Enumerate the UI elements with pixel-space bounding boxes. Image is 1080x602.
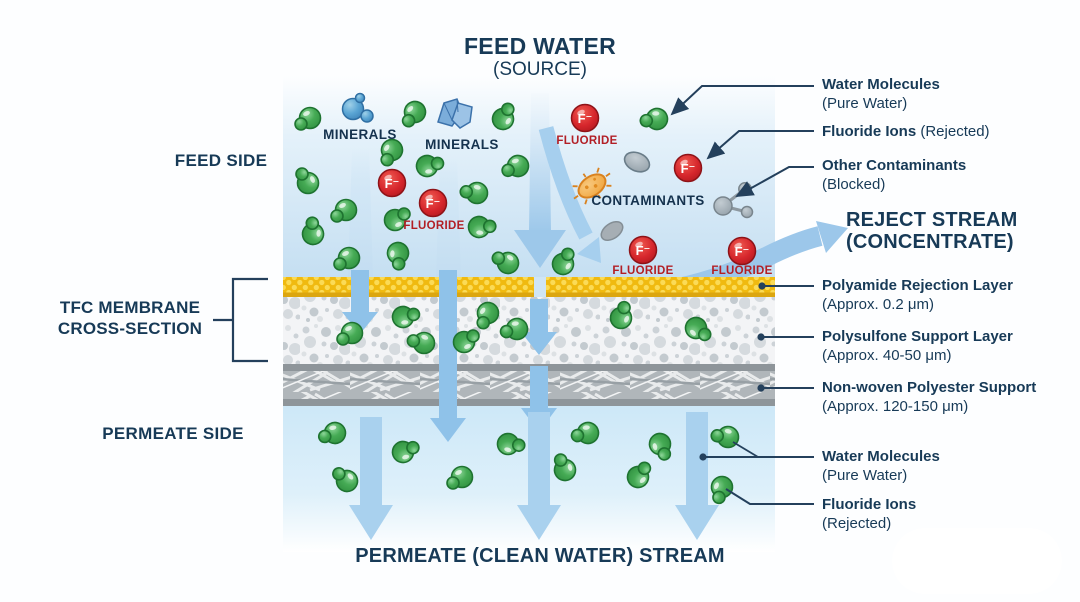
leader-line-water-molecules-top	[670, 85, 814, 116]
feed-water-title: FEED WATER	[463, 33, 617, 59]
permeate-stream-title: PERMEATE (CLEAN WATER) STREAM	[355, 545, 725, 567]
callout-subtitle: (Approx. 0.2 μm)	[822, 295, 935, 313]
membrane-arrow	[521, 299, 557, 355]
callout-title: Fluoride Ions	[822, 496, 917, 513]
callout-subtitle: (Rejected)	[920, 123, 990, 140]
callout-title: Fluoride Ions	[822, 123, 917, 140]
permeate-side-label: PERMEATE SIDE	[102, 424, 244, 443]
polyamide-layer	[283, 277, 534, 297]
polyamide-layer-edge	[546, 292, 775, 297]
polyamide-layer	[546, 277, 775, 297]
callout-title: Water Molecules	[822, 448, 940, 465]
feed-stream	[348, 148, 373, 277]
feed-diagonal-arrowhead	[577, 237, 601, 263]
reject-stream-label: REJECT STREAM (CONCENTRATE)	[846, 209, 1018, 253]
permeate-arrow	[675, 412, 719, 540]
leader-dot	[758, 282, 766, 290]
reject-stream-line1: REJECT STREAM	[846, 209, 1018, 231]
mineral-crystal-icon	[437, 98, 473, 129]
fluoride-label: FLUORIDE	[612, 265, 673, 277]
leader-line-water-molecules-bottom-branch	[732, 441, 759, 458]
reject-stream-arrowhead	[816, 221, 848, 253]
permeate-arrow	[517, 412, 561, 540]
callout-subtitle: (Pure Water)	[822, 466, 908, 484]
minerals-label: MINERALS	[323, 127, 397, 142]
feed-center-arrow	[529, 93, 551, 232]
membrane-section-line2: CROSS-SECTION	[57, 319, 203, 338]
callout-subtitle: (Rejected)	[822, 514, 892, 532]
feed-center-arrowhead	[514, 230, 566, 268]
leader-dot	[757, 333, 765, 341]
contaminant-blob-icon	[623, 151, 651, 173]
watermark-blob	[892, 528, 1062, 594]
callout-subtitle: (Approx. 40-50 μm)	[822, 346, 952, 364]
minerals-label: MINERALS	[425, 137, 499, 152]
membrane-arrow	[342, 270, 378, 334]
feed-side-label: FEED SIDE	[174, 151, 268, 170]
membrane-section-line1: TFC MEMBRANE	[59, 298, 201, 317]
fluoride-label: FLUORIDE	[711, 265, 772, 277]
leader-dot	[757, 384, 765, 392]
callout-subtitle: (Pure Water)	[822, 94, 908, 112]
leader-line-fluoride-ions-top	[706, 130, 814, 160]
callout-water-molecules-bottom: Water Molecules (Pure Water)	[822, 448, 940, 485]
leader-line-fluoride-ions-bottom	[725, 488, 814, 505]
callout-title: Polyamide Rejection Layer	[822, 277, 1013, 294]
nonwoven-top-bar	[283, 364, 775, 371]
leader-line-other-contaminants	[735, 166, 814, 197]
callout-fluoride-ions-top: Fluoride Ions (Rejected)	[822, 123, 990, 142]
callout-title: Polysulfone Support Layer	[822, 328, 1013, 345]
callout-title: Other Contaminants	[822, 157, 967, 174]
reject-stream-line2: (CONCENTRATE)	[846, 231, 1014, 253]
callout-subtitle: (Approx. 120-150 μm)	[822, 397, 969, 415]
membrane-section-label: TFC MEMBRANE CROSS-SECTION	[30, 297, 230, 339]
membrane-arrow	[430, 270, 466, 442]
nonwoven-layer	[283, 371, 775, 399]
callout-polysulfone-layer: Polysulfone Support Layer (Approx. 40-50…	[822, 328, 1013, 365]
nonwoven-bottom-bar	[283, 399, 775, 406]
callout-polyamide-layer: Polyamide Rejection Layer (Approx. 0.2 μ…	[822, 277, 1013, 314]
callout-water-molecules-top: Water Molecules (Pure Water)	[822, 76, 940, 113]
bacteria-icon	[572, 167, 612, 205]
minerals-cluster-icon	[341, 92, 374, 123]
permeate-arrow	[349, 417, 393, 540]
fluoride-label: FLUORIDE	[556, 135, 617, 147]
callout-title: Water Molecules	[822, 76, 940, 93]
fluoride-label: FLUORIDE	[403, 220, 464, 232]
feed-water-subtitle: (SOURCE)	[493, 59, 587, 80]
callout-nonwoven-layer: Non-woven Polyester Support (Approx. 120…	[822, 379, 1036, 416]
feed-diagonal-arrow	[538, 126, 593, 240]
membrane-bracket	[213, 277, 268, 363]
contaminants-label: CONTAMINANTS	[591, 193, 704, 208]
callout-other-contaminants: Other Contaminants (Blocked)	[822, 157, 966, 194]
callout-title: Non-woven Polyester Support	[822, 379, 1037, 396]
contaminant-bean-icon	[600, 221, 624, 241]
polyamide-layer-edge	[283, 292, 534, 297]
callout-fluoride-ions-bottom: Fluoride Ions (Rejected)	[822, 496, 916, 533]
feed-stream	[436, 158, 461, 277]
callout-subtitle: (Blocked)	[822, 175, 886, 193]
leader-dot	[699, 453, 707, 461]
polyamide-gap-stream	[534, 277, 546, 297]
